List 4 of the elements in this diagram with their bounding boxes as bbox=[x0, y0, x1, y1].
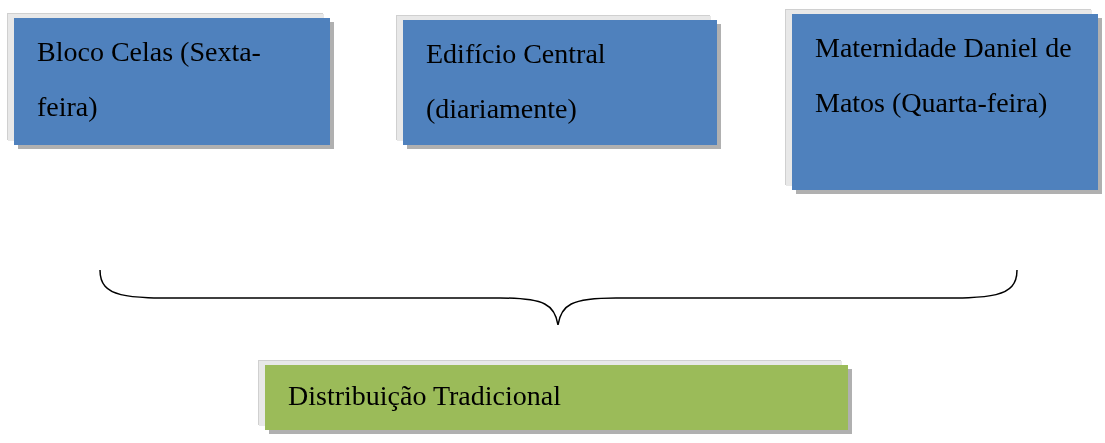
box-label: Maternidade Daniel de Matos (Quarta-feira) bbox=[815, 31, 1073, 120]
box-label: Bloco Celas (Sexta-feira) bbox=[37, 35, 262, 124]
box-label: Edifício Central (diariamente) bbox=[426, 37, 607, 126]
box-label: Distribuição Tradicional bbox=[288, 379, 562, 413]
